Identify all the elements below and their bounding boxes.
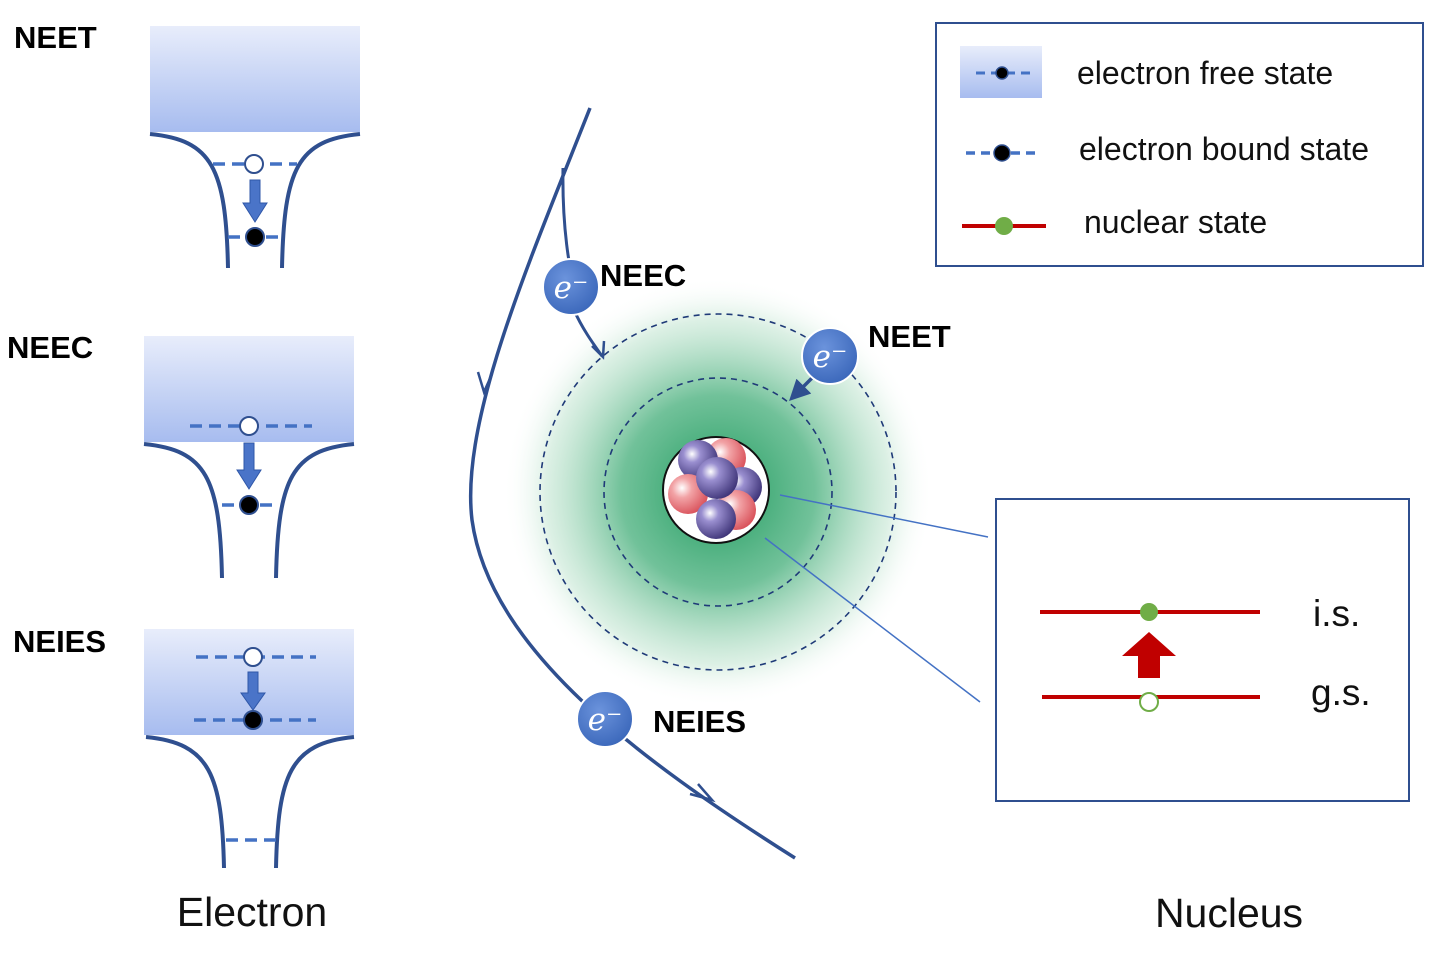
vacant-state (1139, 692, 1159, 712)
potential-well-left (145, 735, 226, 869)
nucleus-caption: Nucleus (1155, 890, 1303, 936)
legend-label: nuclear state (1084, 204, 1267, 240)
trajectory-chevron (689, 783, 716, 803)
potential-well-right (274, 735, 355, 869)
process-label-neet: NEET (868, 319, 951, 354)
zoom-line-lower (764, 537, 981, 703)
electron-state (243, 710, 263, 730)
panel-neet: NEET (14, 20, 361, 269)
neutron (696, 457, 738, 499)
electron-caption: Electron (177, 889, 327, 935)
panel-neec: NEEC (7, 330, 355, 579)
electron-symbol: e⁻ (813, 339, 848, 375)
legend: electron free state electron bound state… (935, 22, 1424, 267)
levels-frame (995, 498, 1410, 802)
legend-item-nuclear: nuclear state (962, 204, 1267, 240)
hole-state (239, 416, 259, 436)
panel-label-neies: NEIES (13, 624, 106, 659)
potential-well-left (143, 442, 224, 579)
outer-orbit (539, 313, 897, 671)
transition-arrow (242, 179, 268, 223)
legend-label: electron free state (1077, 55, 1333, 91)
electron-symbol: e⁻ (554, 270, 589, 306)
occupied-state (1140, 603, 1158, 621)
transition-arrow (240, 671, 266, 711)
potential-well-right (280, 132, 361, 269)
neec-chevron (591, 340, 606, 360)
hole-state (244, 154, 264, 174)
neutron (696, 499, 736, 539)
electron-ball-neet: e⁻ (801, 327, 859, 385)
level-label-gs: g.s. (1311, 672, 1371, 713)
potential-well-left (149, 132, 230, 269)
electron-state (239, 495, 259, 515)
nucleus (668, 438, 762, 539)
level-label-is: i.s. (1313, 593, 1360, 634)
neet-arrow (789, 376, 814, 401)
electron-ball-neies: e⁻ (576, 690, 634, 748)
zoom-line-upper (779, 494, 989, 538)
potential-well-right (274, 442, 355, 579)
panel-label-neet: NEET (14, 20, 97, 55)
free-state-band (150, 26, 360, 132)
nuclear-levels-box: i.s. g.s. (995, 498, 1410, 802)
panel-neies: NEIES (13, 624, 355, 869)
electron-ball-neec: e⁻ (542, 258, 600, 316)
excitation-arrow (1122, 632, 1176, 678)
panel-label-neec: NEEC (7, 330, 93, 365)
transition-arrow (236, 442, 262, 490)
electron-trajectory (468, 107, 796, 860)
electron-symbol: e⁻ (588, 702, 623, 738)
hole-state (243, 647, 263, 667)
electron-state (245, 227, 265, 247)
legend-item-bound: electron bound state (966, 131, 1369, 167)
process-label-neec: NEEC (600, 258, 686, 293)
inner-orbit (603, 377, 833, 607)
legend-label: electron bound state (1079, 131, 1369, 167)
process-label-neies: NEIES (653, 704, 746, 739)
legend-item-free: electron free state (960, 46, 1333, 98)
trajectory-chevron (476, 371, 494, 396)
